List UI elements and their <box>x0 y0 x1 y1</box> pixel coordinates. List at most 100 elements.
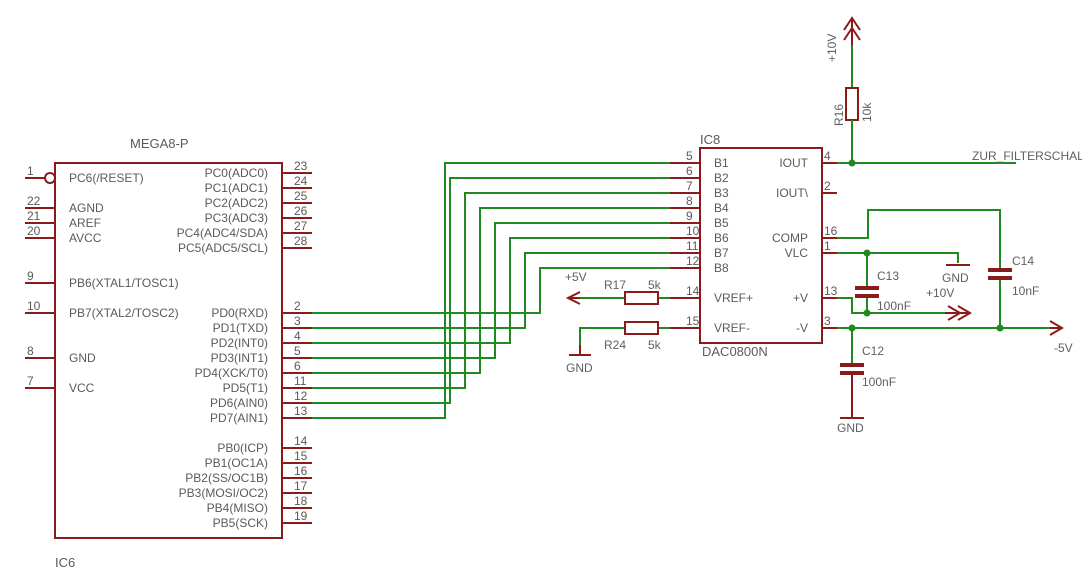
wire-pd1-b7 <box>312 252 670 329</box>
pin-number: 5 <box>686 149 693 163</box>
pin-label: B1 <box>714 156 729 170</box>
pin-label: PD5(T1) <box>223 381 268 395</box>
r16-value: 10k <box>860 102 874 122</box>
pin-number: 6 <box>294 359 301 373</box>
ic8-value: DAC0800N <box>702 344 768 359</box>
pin-label: PB4(MISO) <box>207 501 268 515</box>
pin-label: +V <box>793 291 808 305</box>
ic6-reset-bubble <box>44 172 56 184</box>
minusv-network: -5V C12 100nF GND <box>837 320 1073 435</box>
pin-label: IOUT\ <box>776 186 809 200</box>
pin-label: PB5(SCK) <box>213 516 268 530</box>
pin-number: 16 <box>824 224 838 238</box>
wire-pd2-b6 <box>312 237 670 344</box>
pin-number: 8 <box>27 344 34 358</box>
plus10v-right-label: +10V <box>926 286 954 300</box>
c13-value: 100nF <box>877 299 911 313</box>
r17-value: 5k <box>648 278 662 292</box>
wire-plusv-10v <box>837 297 945 314</box>
pin-label: PD2(INT0) <box>211 336 268 350</box>
pin-number: 2 <box>824 179 831 193</box>
ic8-name: IC8 <box>700 132 720 147</box>
wire-vlc-gnd <box>837 252 959 263</box>
r24-value: 5k <box>648 338 662 352</box>
pin-label: IOUT <box>779 156 808 170</box>
pin-number: 21 <box>27 209 41 223</box>
ic6-body <box>54 162 283 539</box>
pin-label: VREF- <box>714 321 750 335</box>
c13-name: C13 <box>877 269 899 283</box>
r16-name: R16 <box>832 104 846 126</box>
comp-network: C14 10nF <box>837 209 1039 328</box>
pin-number: 22 <box>27 194 41 208</box>
pin-number: 23 <box>294 159 308 173</box>
pin-label: -V <box>796 321 808 335</box>
pin-number: 26 <box>294 204 308 218</box>
pin-number: 10 <box>27 299 41 313</box>
pin-number: 19 <box>294 509 308 523</box>
pin-number: 18 <box>294 494 308 508</box>
pin-number: 6 <box>686 164 693 178</box>
pin-label: PB6(XTAL1/TOSC1) <box>69 276 179 290</box>
minus5v-label: -5V <box>1054 341 1073 355</box>
pin-label: AVCC <box>69 231 102 245</box>
pin-number: 27 <box>294 219 308 233</box>
pin-number: 4 <box>294 329 301 343</box>
c14-name: C14 <box>1012 254 1034 268</box>
r16-resistor <box>845 87 859 121</box>
pin-number: 12 <box>686 254 700 268</box>
pin-number: 16 <box>294 464 308 478</box>
pin-number: 13 <box>824 284 838 298</box>
gnd-r24-label: GND <box>566 361 593 375</box>
pin-number: 9 <box>686 209 693 223</box>
pin-label: PC1(ADC1) <box>205 181 268 195</box>
pin-label: AREF <box>69 216 101 230</box>
pin-label: PB2(SS/OC1B) <box>185 471 268 485</box>
iout-network: +10V R16 10k ZUR_FILTERSCHALTUNG <box>825 16 1082 167</box>
wire-pd0-b8 <box>312 267 670 314</box>
pin-number: 25 <box>294 189 308 203</box>
pin-number: 13 <box>294 404 308 418</box>
r17-resistor <box>624 291 659 305</box>
pin-number: 7 <box>686 179 693 193</box>
pin-label: PD6(AIN0) <box>210 396 268 410</box>
wire-pd6-b2 <box>312 177 670 404</box>
pin-number: 28 <box>294 234 308 248</box>
pin-label: PC4(ADC4/SDA) <box>177 226 268 240</box>
pin-number: 1 <box>824 239 831 253</box>
ic6-right-pins: 23PC0(ADC0)24PC1(ADC1)25PC2(ADC2)26PC3(A… <box>177 159 312 530</box>
pin-label: B3 <box>714 186 729 200</box>
pin-label: VCC <box>69 381 95 395</box>
pin-label: PD1(TXD) <box>213 321 268 335</box>
pin-number: 8 <box>686 194 693 208</box>
pin-number: 14 <box>294 434 308 448</box>
c12-name: C12 <box>862 344 884 358</box>
pin-number: 3 <box>294 314 301 328</box>
pin-label: AGND <box>69 201 104 215</box>
pin-number: 11 <box>294 374 307 388</box>
pin-label: B4 <box>714 201 729 215</box>
vref-minus-network: GND R24 5k <box>566 321 670 375</box>
pin-label: PB7(XTAL2/TOSC2) <box>69 306 179 320</box>
pin-label: PC5(ADC5/SCL) <box>178 241 268 255</box>
junction-iout <box>848 159 856 167</box>
junction-plusv <box>863 309 871 317</box>
pin-label: COMP <box>772 231 808 245</box>
ic6-value: MEGA8-P <box>130 136 189 151</box>
pin-label: PC6(/RESET) <box>69 171 144 185</box>
wire-comp-c14 <box>837 209 1001 268</box>
r17-name: R17 <box>604 278 626 292</box>
pin-label: B5 <box>714 216 729 230</box>
pin-number: 4 <box>824 149 831 163</box>
pin-number: 10 <box>686 224 700 238</box>
wire-pd7-b1 <box>312 162 670 419</box>
filter-label: ZUR_FILTERSCHALTUNG <box>972 149 1082 163</box>
gnd-vlc-label: GND <box>942 271 969 285</box>
pin-label: PC0(ADC0) <box>205 166 268 180</box>
wire-pd3-b5 <box>312 222 670 359</box>
pin-label: PD3(INT1) <box>211 351 268 365</box>
pin-number: 7 <box>27 374 34 388</box>
